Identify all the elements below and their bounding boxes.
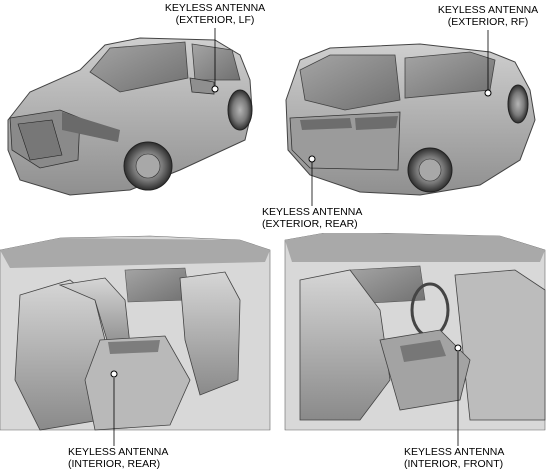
label-exterior-rear-line2: (EXTERIOR, REAR) bbox=[262, 218, 358, 230]
label-interior-rear-line1: KEYLESS ANTENNA bbox=[68, 446, 169, 458]
label-exterior-rear-line1: KEYLESS ANTENNA bbox=[262, 206, 363, 218]
antenna-marker-int-front bbox=[454, 344, 462, 352]
car-front-left-view bbox=[7, 37, 253, 196]
label-exterior-rf-line1: KEYLESS ANTENNA bbox=[437, 4, 539, 16]
label-exterior-rear: KEYLESS ANTENNA (EXTERIOR, REAR) bbox=[262, 206, 362, 230]
label-exterior-lf-line2: (EXTERIOR, LF) bbox=[175, 14, 255, 26]
antenna-marker-ext-rf bbox=[484, 89, 492, 97]
label-exterior-rf-line2: (EXTERIOR, RF) bbox=[447, 16, 529, 28]
label-interior-rear-line2: (INTERIOR, REAR) bbox=[68, 458, 161, 470]
interior-front-view bbox=[284, 231, 546, 431]
label-exterior-lf: KEYLESS ANTENNA (EXTERIOR, LF) bbox=[160, 2, 270, 26]
label-interior-front: KEYLESS ANTENNA (INTERIOR, FRONT) bbox=[404, 446, 504, 470]
car-rear-right-view bbox=[285, 43, 536, 196]
label-interior-front-line2: (INTERIOR, FRONT) bbox=[404, 458, 504, 470]
label-exterior-rf: KEYLESS ANTENNA (EXTERIOR, RF) bbox=[432, 4, 544, 28]
antenna-marker-int-rear bbox=[110, 370, 118, 378]
antenna-marker-ext-rear bbox=[308, 155, 316, 163]
label-interior-front-line1: KEYLESS ANTENNA bbox=[404, 446, 505, 458]
interior-rear-view bbox=[0, 235, 271, 431]
label-exterior-lf-line1: KEYLESS ANTENNA bbox=[164, 2, 266, 14]
antenna-marker-ext-lf bbox=[211, 85, 219, 93]
label-interior-rear: KEYLESS ANTENNA (INTERIOR, REAR) bbox=[68, 446, 168, 470]
